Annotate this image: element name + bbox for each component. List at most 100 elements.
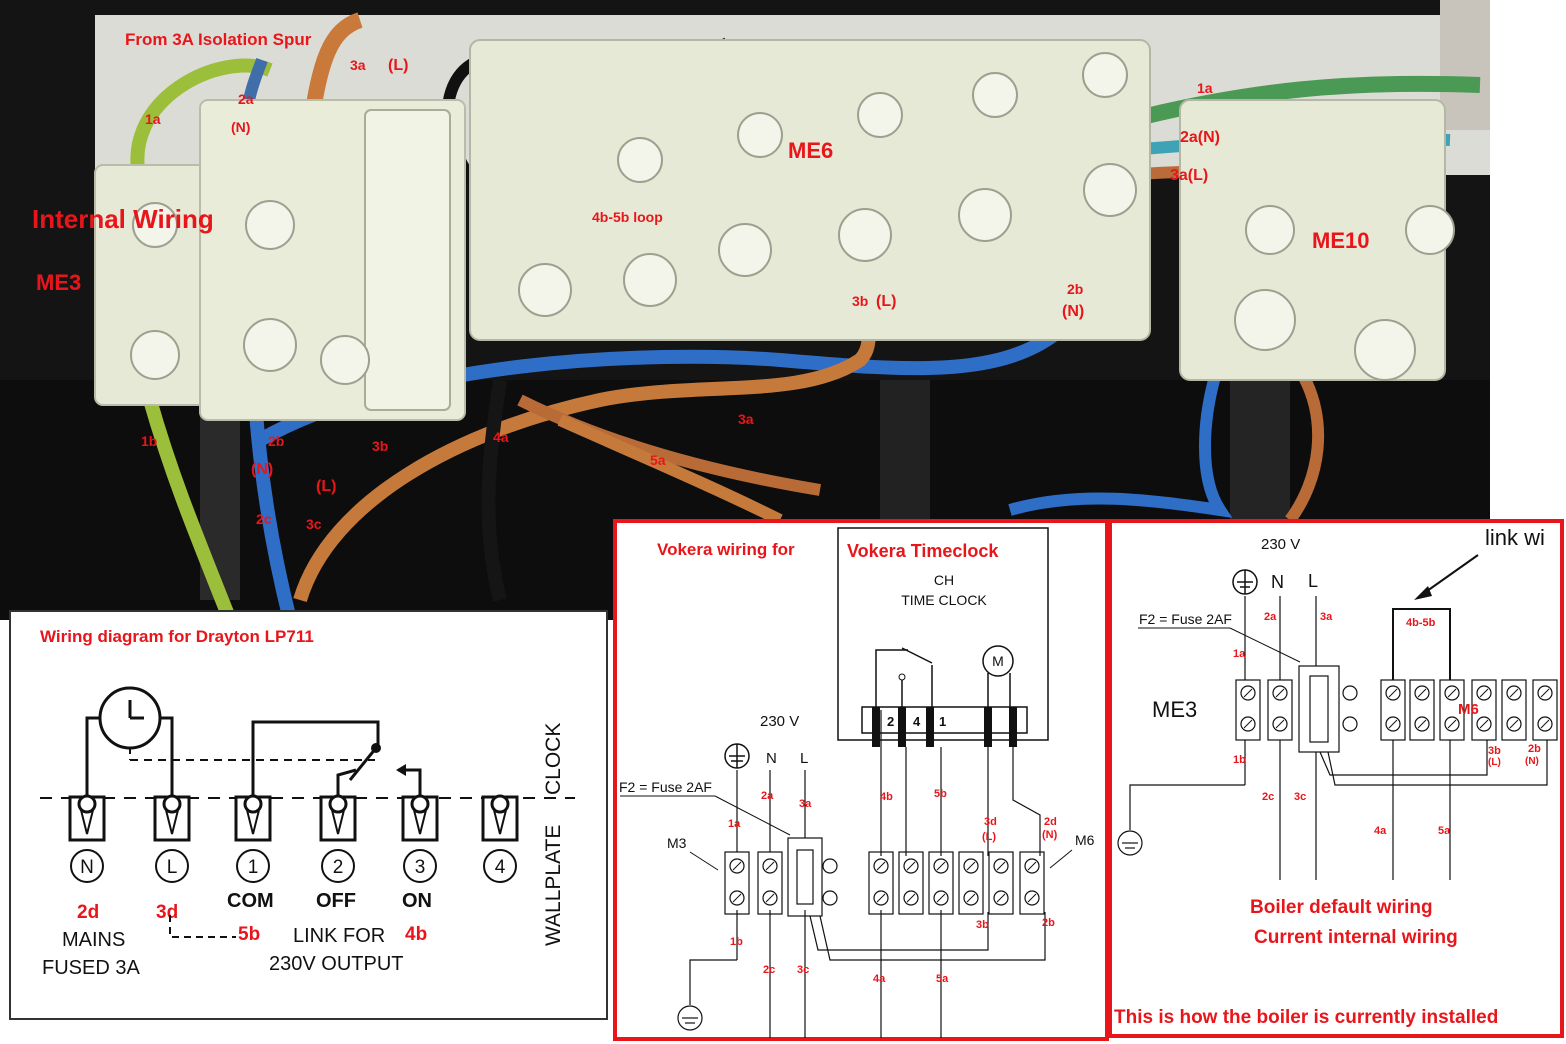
boiler-5a: 5a [1438, 825, 1451, 837]
boiler-caption-1: Boiler default wiring [1250, 897, 1433, 918]
drayton-mains: MAINS [62, 929, 125, 951]
vk-2a: 2a [761, 790, 774, 802]
wire-label-3a: 3a [350, 57, 366, 73]
vk-1b: 1b [730, 936, 743, 948]
wire-3b [293, 278, 876, 603]
drayton-wallplate: WALLPLATE [542, 825, 565, 946]
wire-label-5a: 5a [650, 452, 666, 468]
boiler-terminal-photo: From 3A Isolation Spur Internal Wiring M… [0, 0, 1490, 623]
drayton-terminal-label: L [167, 857, 178, 878]
wire-label-2a: 2a [238, 91, 254, 107]
clock-term-1: 1 [939, 714, 946, 729]
drayton-5b: 5b [238, 924, 260, 945]
vokera-terminal [1019, 851, 1045, 915]
motor-label: M [992, 653, 1004, 669]
wire-1a [130, 58, 273, 182]
vokera-l: L [800, 750, 808, 767]
drayton-com: COM [227, 890, 274, 912]
clock-term-4: 4 [913, 714, 921, 729]
drayton-link-for: LINK FOR [293, 925, 385, 947]
wire-label-2c: 2c [256, 511, 272, 527]
boiler-caption-2: Current internal wiring [1254, 927, 1458, 948]
boiler-m6: M6 [1458, 701, 1479, 718]
drayton-2d: 2d [77, 902, 99, 923]
vokera-voltage: 230 V [760, 713, 799, 730]
me6-terminal-block [469, 39, 1151, 341]
drayton-4b: 4b [405, 924, 427, 945]
boiler-2b: 2b [1528, 743, 1541, 755]
wire-label-2b-n: (N) [1062, 303, 1084, 320]
vk-4a: 4a [873, 973, 886, 985]
wire-label-2b: 2b [1067, 281, 1083, 297]
me6-label: ME6 [788, 138, 833, 163]
vokera-terminal [724, 851, 750, 915]
wire-label-3b: 3b [852, 293, 868, 309]
vokera-m6: M6 [1075, 832, 1095, 848]
drayton-terminal-n: N [68, 794, 106, 883]
wire-label-l: (L) [388, 57, 408, 74]
wire-label-4a: 4a [493, 429, 509, 445]
drayton-terminal-label: 2 [333, 857, 344, 878]
drayton-terminal-4: 4 [481, 794, 519, 883]
vokera-timeclock-diagram: Vokera wiring for Vokera Timeclock CH TI… [613, 519, 1109, 1041]
boiler-4a: 4a [1374, 825, 1387, 837]
wire-label-1b: 1b [141, 433, 157, 449]
boiler-terminal [1267, 679, 1293, 741]
wire-label-2a-right: 2a(N) [1180, 129, 1220, 146]
drayton-terminal-1: 1 [234, 794, 272, 883]
me3-terminal-block [94, 99, 466, 421]
vokera-terminal [928, 851, 954, 915]
boiler-3c: 3c [1294, 791, 1306, 803]
vokera-ch: CH [934, 572, 954, 588]
vk-5a: 5a [936, 973, 949, 985]
vk-2c: 2c [763, 964, 775, 976]
drayton-3d: 3d [156, 902, 178, 923]
drayton-title: Wiring diagram for Drayton LP711 [40, 627, 314, 646]
drayton-fused: FUSED 3A [42, 957, 140, 979]
wire-label-3b-l: (L) [876, 293, 896, 310]
boiler-loop: 4b-5b [1406, 617, 1436, 629]
drayton-terminal-2: 2 [319, 794, 357, 883]
boiler-3b: 3b [1488, 745, 1501, 757]
drayton-terminal-label: 1 [248, 857, 259, 878]
boiler-terminal [1235, 679, 1261, 741]
vokera-timeclock: TIME CLOCK [901, 592, 987, 608]
vokera-m3: M3 [667, 835, 687, 851]
vk-2b: 2b [1042, 917, 1055, 929]
boiler-me3: ME3 [1152, 697, 1197, 722]
boiler-2a: 2a [1264, 611, 1277, 623]
boiler-2c: 2c [1262, 791, 1274, 803]
wire-label-2b-low: 2b [268, 433, 284, 449]
boiler-3b-l: (L) [1488, 757, 1501, 768]
boiler-terminal [1409, 679, 1435, 741]
vk-3c: 3c [797, 964, 809, 976]
vk-3d-l: (L) [982, 831, 996, 843]
boiler-terminal [1501, 679, 1527, 741]
me10-label: ME10 [1312, 228, 1369, 253]
vk-2d: 2d [1044, 816, 1057, 828]
photo-title: From 3A Isolation Spur [125, 30, 312, 49]
wire-label-3a-right: 3a(L) [1170, 167, 1208, 184]
vk-3b: 3b [976, 919, 989, 931]
vk-1a: 1a [728, 818, 741, 830]
wire-label-3c: 3c [306, 516, 322, 532]
drayton-terminal-l: L [153, 794, 191, 883]
drayton-on: ON [402, 890, 432, 912]
wire-label-3a-low: 3a [738, 411, 754, 427]
boiler-l: L [1308, 571, 1318, 591]
boiler-caption-3: This is how the boiler is currently inst… [1114, 1007, 1498, 1028]
wire-label-1a: 1a [145, 111, 161, 127]
loop-label: 4b-5b loop [592, 209, 663, 225]
drayton-terminal-3: 3 [401, 794, 439, 883]
vokera-terminal [868, 851, 894, 915]
wire-label-l-low: (L) [316, 478, 336, 495]
drayton-terminal-label: 4 [495, 857, 506, 878]
boiler-1b: 1b [1233, 754, 1246, 766]
wire-label-1a-right: 1a [1197, 80, 1213, 96]
clock-terminal-strip [861, 706, 1028, 734]
vokera-terminal [958, 851, 984, 915]
vk-3a: 3a [799, 798, 812, 810]
drayton-terminal-label: N [80, 857, 94, 878]
